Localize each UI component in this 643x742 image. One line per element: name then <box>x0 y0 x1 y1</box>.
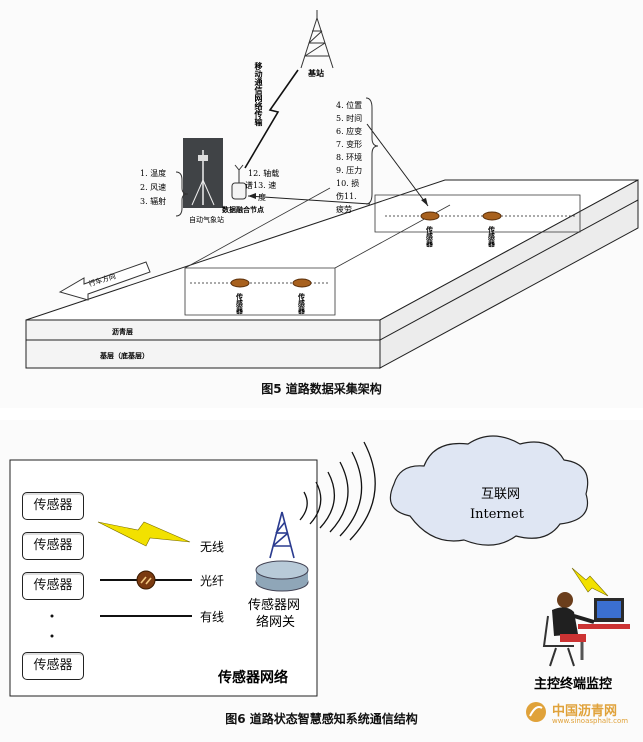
wired-label: 有线 <box>200 610 224 624</box>
weather-item-1: 1. 温度 <box>140 168 166 178</box>
gateway-device-icon <box>255 560 309 592</box>
communication-structure-diagram: 无线 光纤 有线 传感器网 络网关 传感器网络 互联网 Internet 主控终… <box>9 435 630 722</box>
sensor-network-title: 传感器网络 <box>217 669 288 686</box>
sensor-icon <box>230 211 502 288</box>
weather-item-3: 3. 辐射 <box>140 196 166 206</box>
internet-cn-label: 互联网 <box>481 487 520 502</box>
node-link-arrow <box>247 195 371 205</box>
svg-text:伤11.: 伤11. <box>336 191 357 201</box>
svg-text:9. 压力: 9. 压力 <box>336 165 362 175</box>
mobile-link-icon <box>244 69 299 169</box>
weather-item-2: 2. 风速 <box>140 183 166 192</box>
terminal-link-bolt-icon <box>571 567 609 597</box>
wireless-bolt-icon <box>97 521 191 547</box>
figure-6-panel: 无线 光纤 有线 传感器网 络网关 传感器网络 互联网 Internet 主控终… <box>0 420 643 742</box>
fusion-node-icon <box>231 164 247 200</box>
svg-text:4. 位置: 4. 位置 <box>336 100 362 110</box>
base-layer-label: 基层（底基层） <box>99 351 149 360</box>
axle-item-3: 度 <box>258 192 266 202</box>
svg-text:传感器: 传感器 <box>425 225 435 248</box>
structural-list: 4. 位置 5. 时间 6. 应变 7. 变形 8. 环境 9. 压力 10. … <box>336 100 362 214</box>
axle-item-2: 谱13. 速 <box>245 180 276 190</box>
wireless-signal-icon <box>299 441 376 541</box>
svg-text:传感器: 传感器 <box>297 292 307 315</box>
base-station-tower-icon <box>300 10 334 69</box>
weather-station-icon <box>183 138 223 208</box>
axle-item-1: 12. 轴载 <box>248 168 279 178</box>
sensor-box: 传感器 <box>22 652 84 680</box>
road-data-acquisition-diagram: 基站 移动通信网络传输 1. 温度 2. 风速 3. 辐射 自动气象站 数据融合… <box>25 10 639 369</box>
internet-en-label: Internet <box>470 507 525 522</box>
svg-text:6. 应变: 6. 应变 <box>336 126 362 136</box>
sensor-zone-back <box>374 194 581 233</box>
wireless-label: 无线 <box>200 540 224 554</box>
svg-text:7. 变形: 7. 变形 <box>336 139 362 149</box>
weather-station-label: 自动气象站 <box>189 215 224 224</box>
sensor-labels: 传感器 传感器 传感器 传感器 <box>235 225 497 315</box>
terminal-label: 主控终端监控 <box>534 676 612 692</box>
watermark-cn: 中国沥青网 <box>552 704 618 719</box>
sensor-box: 传感器 <box>22 532 84 560</box>
weather-brace <box>175 171 189 217</box>
fusion-node-label: 数据融合节点 <box>222 205 264 214</box>
asphalt-layer-label: 沥青层 <box>112 327 133 336</box>
fiber-label: 光纤 <box>200 574 224 588</box>
figure-6-caption: 图6 道路状态智慧感知系统通信结构 <box>225 712 418 726</box>
svg-text:疲劳: 疲劳 <box>336 204 352 214</box>
watermark-logo <box>526 702 546 722</box>
structural-link-arrow <box>366 123 429 207</box>
watermark-url: www.sinoasphalt.com <box>552 717 629 725</box>
driving-direction-arrow-icon <box>58 261 151 301</box>
structural-brace <box>365 97 379 205</box>
figure-5-caption: 图5 道路数据采集架构 <box>261 382 382 396</box>
terminal-operator-icon <box>542 592 630 667</box>
gateway-label-line1: 传感器网 <box>248 597 300 613</box>
internet-cloud-icon <box>389 435 589 546</box>
base-station-label: 基站 <box>307 68 324 78</box>
gateway-label-line2: 络网关 <box>256 614 295 630</box>
svg-text:5. 时间: 5. 时间 <box>336 113 362 123</box>
mobile-network-label: 移动通信网络传输 <box>253 61 264 127</box>
svg-text:传感器: 传感器 <box>487 225 497 248</box>
svg-text:传感器: 传感器 <box>235 292 245 315</box>
figure-5-panel: 基站 移动通信网络传输 1. 温度 2. 风速 3. 辐射 自动气象站 数据融合… <box>25 10 639 396</box>
sensor-box: 传感器 <box>22 572 84 600</box>
svg-text:10. 损: 10. 损 <box>336 178 359 188</box>
fiber-icon <box>136 570 156 590</box>
svg-text:8. 环境: 8. 环境 <box>336 152 362 162</box>
gateway-tower-icon <box>269 511 295 559</box>
sensor-box: 传感器 <box>22 492 84 520</box>
